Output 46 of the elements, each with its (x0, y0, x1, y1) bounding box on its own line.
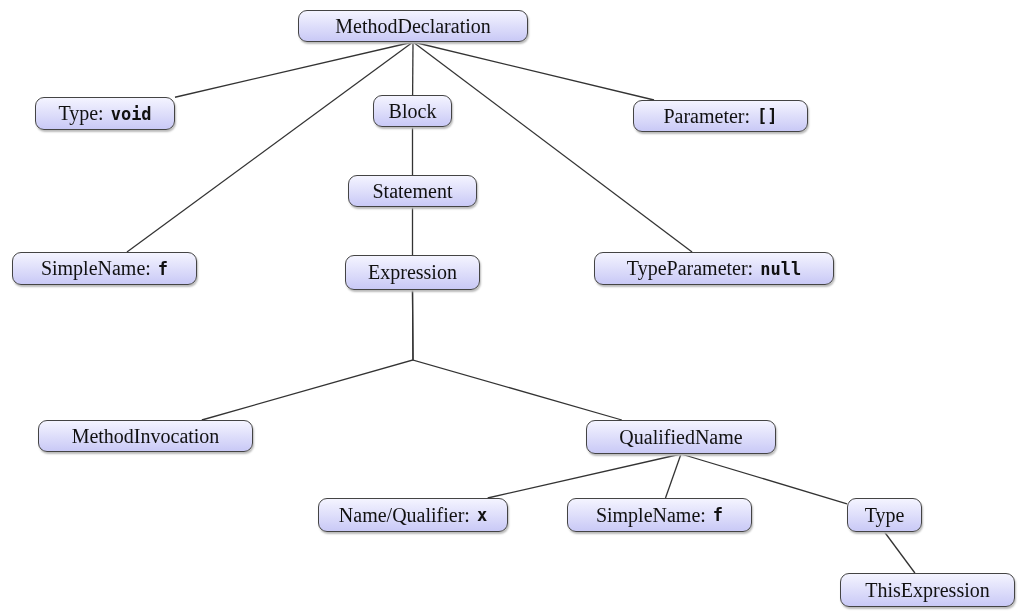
tree-edge (174, 41, 414, 98)
node-label: Block (388, 99, 437, 123)
tree-edge (412, 41, 655, 101)
node-label: SimpleName: (595, 503, 706, 527)
tree-edge (126, 41, 414, 253)
code-value: null (760, 258, 802, 279)
node-label: Type (864, 503, 905, 527)
node-label: Type: (58, 102, 104, 125)
tree-node (12, 252, 197, 285)
node-label: MethodInvocation (71, 424, 220, 448)
tree-node (586, 420, 776, 454)
tree-edge (411, 41, 414, 96)
tree-node (633, 100, 808, 132)
code-value: [] (757, 106, 778, 126)
tree-node (373, 95, 452, 127)
node-label: SimpleName: (40, 257, 151, 280)
tree-edge (680, 453, 848, 505)
tree-node (298, 10, 528, 42)
node-label: QualifiedName (619, 425, 743, 449)
tree-node (345, 255, 480, 290)
node-label: Expression (368, 261, 457, 284)
tree-node (35, 97, 175, 130)
node-label: Name/Qualifier: (338, 503, 470, 527)
node-label: ThisExpression (865, 578, 990, 602)
code-value: x (476, 505, 488, 525)
node-label: TypeParameter: (626, 257, 754, 280)
node-label: MethodDeclaration (335, 14, 491, 38)
tree-edge (487, 453, 682, 499)
tree-node (594, 252, 834, 285)
tree-node (840, 573, 1015, 607)
tree-edge (411, 206, 414, 256)
tree-node (348, 175, 477, 207)
node-label: Parameter: (663, 104, 751, 128)
tree-edge (411, 126, 414, 176)
tree-node (38, 420, 253, 452)
tree-node (567, 498, 752, 532)
code-value: f (157, 258, 169, 279)
tree-edge (412, 41, 693, 253)
code-value: void (110, 103, 152, 124)
tree-node (847, 498, 922, 532)
tree-node (318, 498, 508, 532)
node-label: Statement (372, 179, 453, 203)
tree-edge (411, 289, 623, 421)
code-value: f (712, 505, 724, 525)
tree-edge (664, 453, 682, 499)
tree-edge (883, 531, 916, 574)
